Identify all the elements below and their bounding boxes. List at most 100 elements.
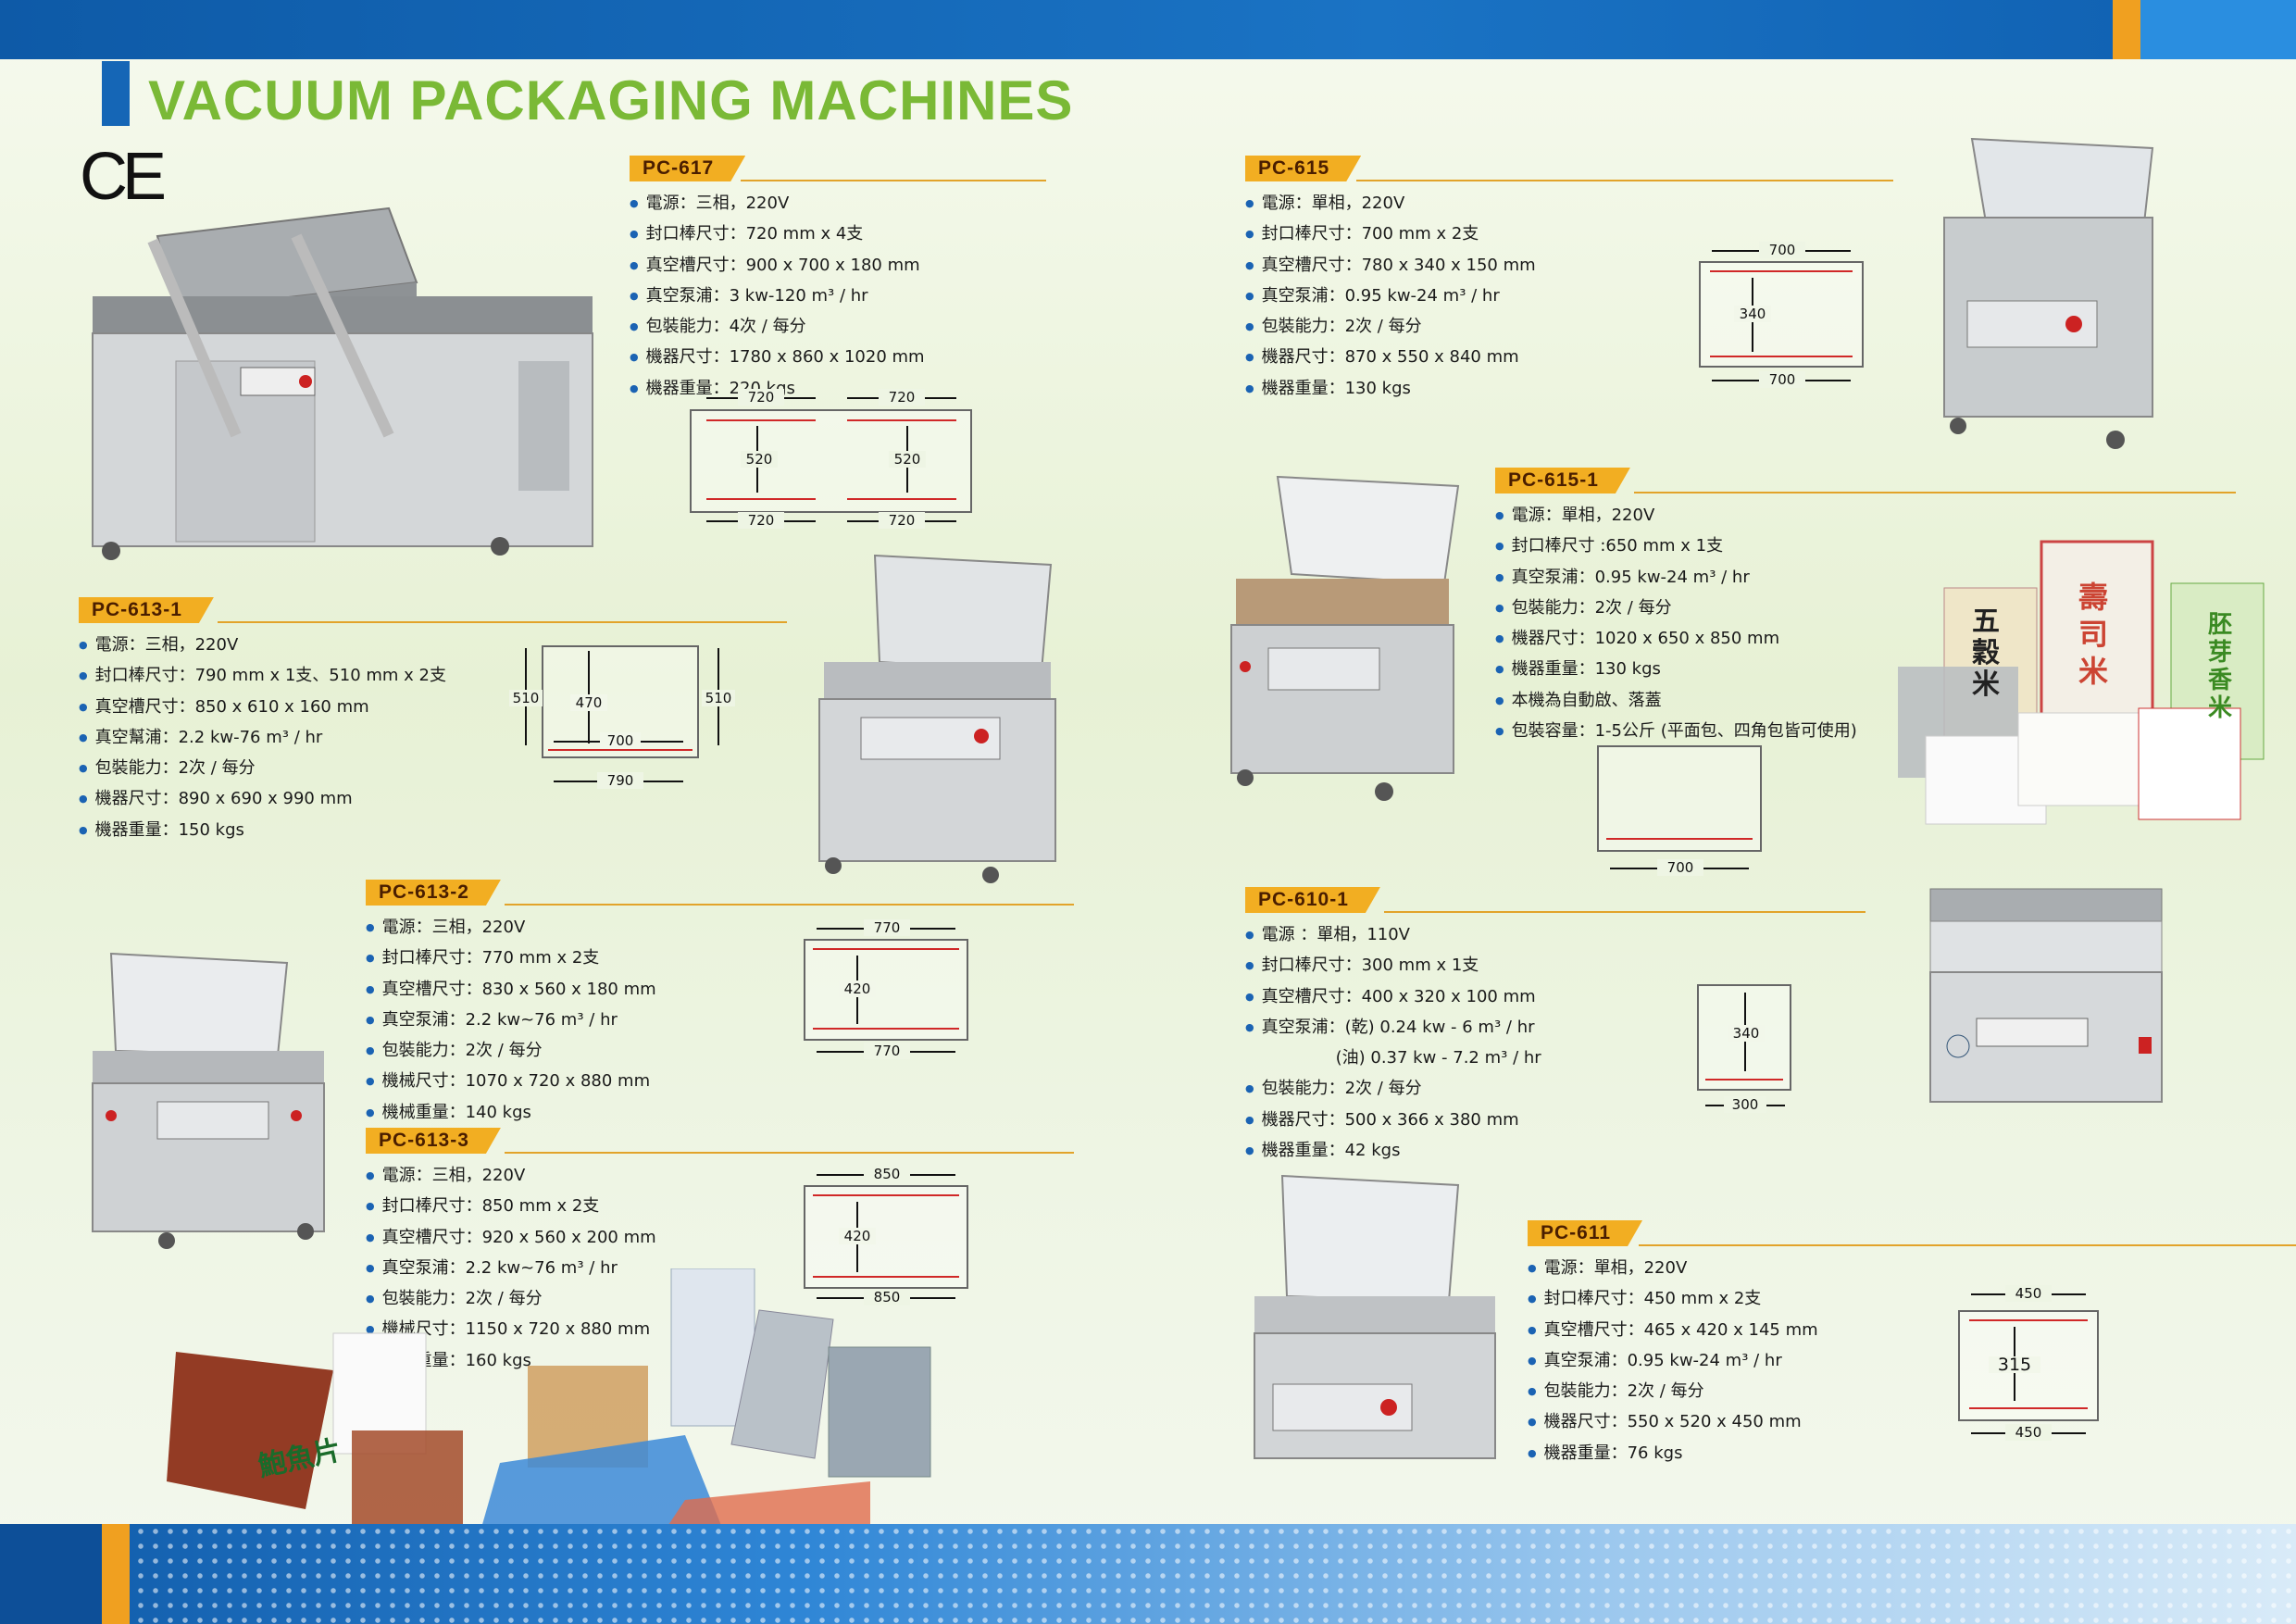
spec-item: 電源：單相，220V xyxy=(1495,501,1857,531)
dim-label: 720 xyxy=(738,512,784,529)
spec-item: 封口棒尺寸：300 mm x 1支 xyxy=(1245,951,1541,981)
dim-label: 420 xyxy=(839,1228,876,1244)
spec-item: 包裝能力：4次 / 每分 xyxy=(630,312,925,343)
spec-item: 電源：三相，220V xyxy=(630,189,925,219)
dim-label: 510 xyxy=(702,690,735,706)
spec-item: 真空泵浦：3 kw-120 m³ / hr xyxy=(630,281,925,312)
pc611-section: PC-611 電源：單相，220V 封口棒尺寸：450 mm x 2支 真空槽尺… xyxy=(1528,1220,2296,1469)
spec-item: 電源：單相，220V xyxy=(1245,189,1536,219)
pc611-spec-list: 電源：單相，220V 封口棒尺寸：450 mm x 2支 真空槽尺寸：465 x… xyxy=(1528,1254,1818,1469)
pc6133-seal-diagram: 850 850 420 xyxy=(804,1165,970,1308)
pc6132-model-tag: PC-613-2 xyxy=(366,880,501,906)
spec-item: 真空槽尺寸：830 x 560 x 180 mm xyxy=(366,975,656,1006)
spec-item: 真空泵浦：2.2 kw~76 m³ / hr xyxy=(366,1006,656,1036)
spec-item: 真空槽尺寸：900 x 700 x 180 mm xyxy=(630,251,925,281)
spec-item: 封口棒尺寸 :650 mm x 1支 xyxy=(1495,531,1857,562)
spec-item: 本機為自動啟、落蓋 xyxy=(1495,686,1857,717)
page-title: VACUUM PACKAGING MACHINES xyxy=(148,69,1074,131)
dim-label: 770 xyxy=(864,1043,910,1059)
spec-item: 真空槽尺寸：780 x 340 x 150 mm xyxy=(1245,251,1536,281)
pc6131-section: PC-613-1 電源：三相，220V 封口棒尺寸：790 mm x 1支、51… xyxy=(79,597,787,846)
pc6101-spec-list: 電源 ：單相，110V 封口棒尺寸：300 mm x 1支 真空槽尺寸：400 … xyxy=(1245,920,1541,1167)
dim-label: 790 xyxy=(597,772,643,789)
pc615-machine-photo xyxy=(1935,130,2166,454)
pc6151-spec-list: 電源：單相，220V 封口棒尺寸 :650 mm x 1支 真空泵浦：0.95 … xyxy=(1495,501,1857,747)
pc6131-seal-diagram: 510 470 510 700 790 xyxy=(509,643,741,792)
pc6151-model-tag: PC-615-1 xyxy=(1495,468,1630,493)
dim-label: 340 xyxy=(1728,1025,1765,1042)
spec-item: 機器尺寸：1780 x 860 x 1020 mm xyxy=(630,343,925,373)
dim-label: 700 xyxy=(1759,242,1805,258)
dim-label: 470 xyxy=(570,694,607,711)
dim-label: 450 xyxy=(2005,1424,2052,1441)
spec-item: 包裝能力：2次 / 每分 xyxy=(79,754,446,784)
dim-label: 520 xyxy=(889,451,926,468)
dim-label: 850 xyxy=(864,1289,910,1305)
spec-item: 機器重量：42 kgs xyxy=(1245,1136,1541,1167)
pc615-section: PC-615 電源：單相，220V 封口棒尺寸：700 mm x 2支 真空槽尺… xyxy=(1245,156,1893,405)
pc6151-seal-diagram: 700 xyxy=(1597,745,1764,880)
pc6133-spec-list: 電源：三相，220V 封口棒尺寸：850 mm x 2支 真空槽尺寸：920 x… xyxy=(366,1161,656,1377)
rice-packages-photo: 五穀米 壽司米 胚芽香米 xyxy=(1889,532,2277,829)
pc6101-machine-photo xyxy=(1921,880,2171,1125)
spec-item: 電源：單相，220V xyxy=(1528,1254,1818,1284)
pc611-machine-photo xyxy=(1250,1171,1500,1468)
spec-item: 包裝能力：2次 / 每分 xyxy=(1495,593,1857,624)
spec-item: 機械尺寸：1070 x 720 x 880 mm xyxy=(366,1067,656,1097)
spec-item: 機械重量：140 kgs xyxy=(366,1098,656,1129)
spec-item: 封口棒尺寸：720 mm x 4支 xyxy=(630,219,925,250)
spec-item: 真空泵浦：(乾) 0.24 kw - 6 m³ / hr xyxy=(1245,1013,1541,1043)
spec-item: 真空槽尺寸：850 x 610 x 160 mm xyxy=(79,693,446,723)
spec-item: (油) 0.37 kw - 7.2 m³ / hr xyxy=(1245,1043,1541,1074)
pc617-machine-photo xyxy=(74,199,602,560)
spec-item: 封口棒尺寸：790 mm x 1支、510 mm x 2支 xyxy=(79,661,446,692)
pc617-spec-list: 電源：三相，220V 封口棒尺寸：720 mm x 4支 真空槽尺寸：900 x… xyxy=(630,189,925,405)
pc6132-seal-diagram: 770 770 420 xyxy=(804,917,970,1060)
spec-item: 電源：三相，220V xyxy=(366,1161,656,1192)
dim-label: 700 xyxy=(1657,859,1703,876)
ce-mark-logo: CE xyxy=(80,140,167,214)
spec-item: 封口棒尺寸：700 mm x 2支 xyxy=(1245,219,1536,250)
spec-item: 真空槽尺寸：465 x 420 x 145 mm xyxy=(1528,1316,1818,1346)
dim-label: 340 xyxy=(1734,306,1771,322)
pc615-model-tag: PC-615 xyxy=(1245,156,1361,181)
spec-item: 機器尺寸：500 x 366 x 380 mm xyxy=(1245,1106,1541,1136)
dim-label: 700 xyxy=(1759,371,1805,388)
spec-item: 電源：三相，220V xyxy=(366,913,656,943)
spec-item: 真空幫浦：2.2 kw-76 m³ / hr xyxy=(79,723,446,754)
spec-item: 包裝容量：1-5公斤 (平面包、四角包皆可使用) xyxy=(1495,717,1857,747)
spec-item: 電源 ：單相，110V xyxy=(1245,920,1541,951)
pc6133-section: PC-613-3 電源：三相，220V 封口棒尺寸：850 mm x 2支 真空… xyxy=(366,1128,1074,1377)
pc615-spec-list: 電源：單相，220V 封口棒尺寸：700 mm x 2支 真空槽尺寸：780 x… xyxy=(1245,189,1536,405)
spec-item: 真空泵浦：0.95 kw-24 m³ / hr xyxy=(1245,281,1536,312)
spec-item: 機器尺寸：550 x 520 x 450 mm xyxy=(1528,1407,1818,1438)
dim-label: 450 xyxy=(2005,1285,2052,1302)
spec-item: 電源：三相，220V xyxy=(79,631,446,661)
spec-item: 真空泵浦：0.95 kw-24 m³ / hr xyxy=(1495,563,1857,593)
pc6101-seal-diagram: 340 300 xyxy=(1694,981,1796,1116)
rice-label: 胚芽香米 xyxy=(2208,611,2233,722)
dim-label: 300 xyxy=(1724,1096,1766,1113)
dim-label: 520 xyxy=(741,451,778,468)
spec-item: 包裝能力：2次 / 每分 xyxy=(366,1284,656,1315)
dim-label: 720 xyxy=(879,512,925,529)
spec-item: 機器尺寸：890 x 690 x 990 mm xyxy=(79,784,446,815)
spec-item: 真空槽尺寸：400 x 320 x 100 mm xyxy=(1245,982,1541,1013)
spec-item: 機器尺寸：1020 x 650 x 850 mm xyxy=(1495,624,1857,655)
pc6131-machine-photo xyxy=(810,551,1069,884)
packaged-food-photo: 鮑魚片 xyxy=(167,1268,944,1528)
spec-item: 封口棒尺寸：770 mm x 2支 xyxy=(366,943,656,974)
spec-item: 封口棒尺寸：850 mm x 2支 xyxy=(366,1192,656,1222)
rice-label: 五穀米 xyxy=(1972,606,2000,701)
dim-label: 720 xyxy=(738,389,784,406)
dim-label: 510 xyxy=(509,690,543,706)
spec-item: 機械尺寸：1150 x 720 x 880 mm xyxy=(366,1315,656,1345)
title-accent-bar xyxy=(102,61,130,126)
pc6133-model-tag: PC-613-3 xyxy=(366,1128,501,1154)
spec-item: 包裝能力：2次 / 每分 xyxy=(1528,1377,1818,1407)
pc6132-spec-list: 電源：三相，220V 封口棒尺寸：770 mm x 2支 真空槽尺寸：830 x… xyxy=(366,913,656,1129)
pc615-seal-diagram: 700 700 340 xyxy=(1699,239,1866,388)
pc6132-machine-photo xyxy=(83,949,333,1255)
dim-label: 420 xyxy=(839,981,876,997)
pc6151-section: PC-615-1 電源：單相，220V 封口棒尺寸 :650 mm x 1支 真… xyxy=(1495,468,2236,747)
